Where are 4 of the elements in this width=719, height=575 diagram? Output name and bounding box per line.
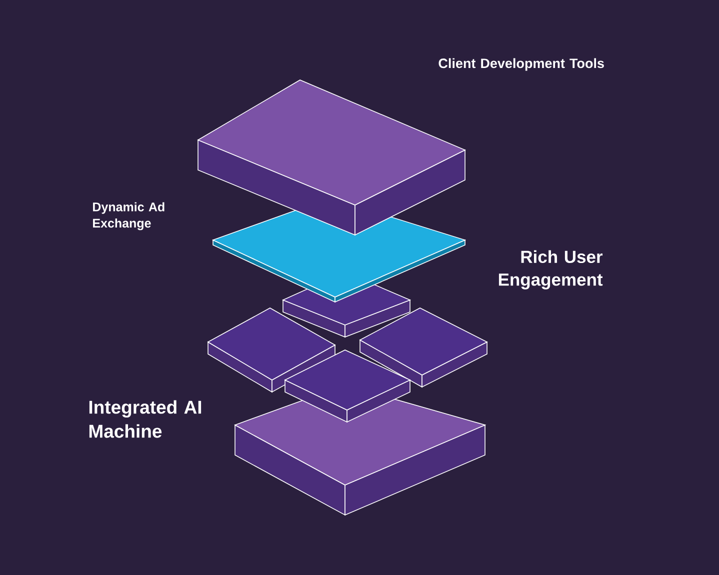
- layer-label: Client Development Tools: [438, 58, 604, 71]
- layer-label: Dynamic Ad Exchange: [93, 202, 164, 230]
- layer-label: Integrated AI Machine: [89, 400, 202, 438]
- layer-label: Rich User Engagement: [498, 250, 603, 290]
